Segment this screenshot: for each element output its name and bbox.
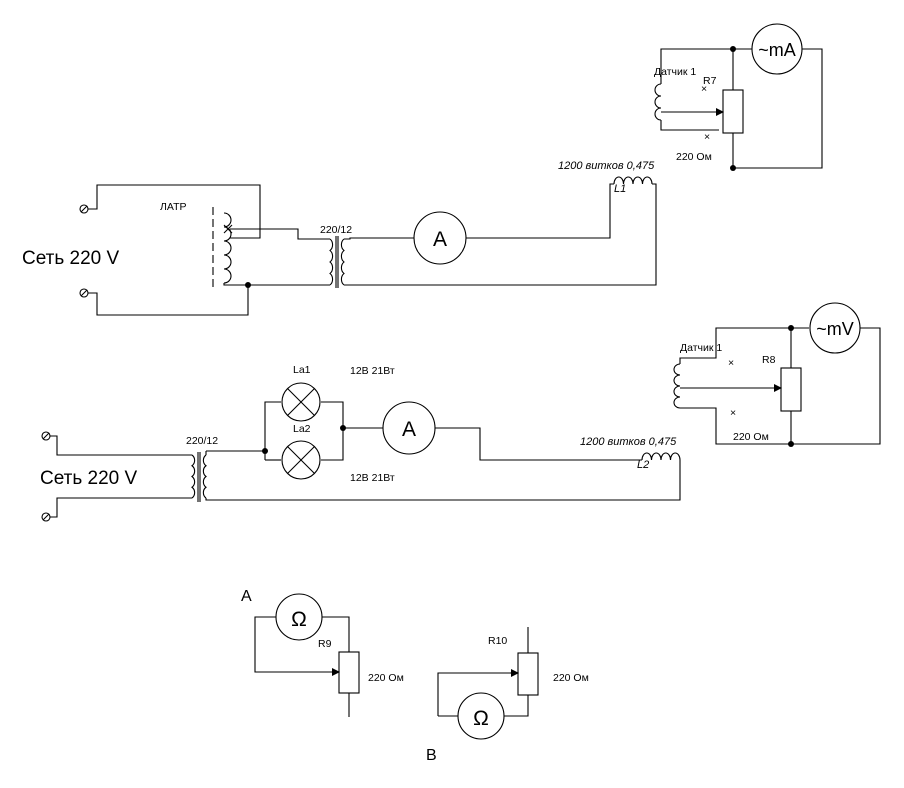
latr-output-wire	[230, 228, 330, 240]
coil-l2-spec: 1200 витков 0,475	[580, 436, 677, 448]
sensor1-bottom-wire	[660, 120, 719, 131]
bottom-circuit: Сеть 220 V 220/12 La1 12В 21Вт La2	[40, 364, 681, 522]
sensor2-label: Датчик 1	[680, 342, 722, 354]
tr2-ratio-label: 220/12	[186, 435, 218, 447]
circuit-a: A Ω R9 220 Ом	[241, 588, 404, 717]
sensor2-circuit: Датчик 1 × × R8 220 Ом ~mV	[673, 302, 881, 447]
tr2-secondary-coil	[202, 454, 207, 499]
junction-dot-latr	[245, 282, 251, 288]
junction-dot-r7-top	[730, 46, 736, 52]
r7-cross-bottom: ×	[704, 131, 710, 143]
sensor1-label: Датчик 1	[654, 66, 696, 78]
resistor-r8	[780, 367, 802, 412]
sensor1-circuit: Датчик 1 R7 × × 220 Ом ~mA	[654, 23, 823, 171]
resistor-r10	[517, 652, 539, 696]
millivoltmeter-label: ~mV	[816, 319, 854, 339]
latr-bottom-wire	[223, 283, 330, 286]
r8-label: R8	[762, 354, 776, 366]
lamp-bus-left	[264, 401, 281, 451]
coil-l1-spec: 1200 витков 0,475	[558, 160, 655, 172]
sensor1-top-wire	[660, 48, 752, 84]
milliammeter-label: ~mA	[758, 40, 796, 60]
wire-ammeter-to-l1	[466, 183, 614, 239]
lamp-la1	[281, 382, 321, 422]
mains-terminal-bottom-1	[41, 431, 51, 441]
latr-coil	[223, 212, 232, 284]
sensor1-coil	[654, 83, 662, 121]
ammeter-bottom-label: A	[402, 418, 416, 441]
sensor2-coil	[673, 363, 681, 409]
tr1-primary-coil	[329, 238, 334, 286]
r10-label: R10	[488, 635, 507, 647]
r8-value: 220 Ом	[733, 431, 769, 443]
circuit-b-right-wire	[504, 695, 529, 717]
mv-return-wire	[791, 327, 881, 445]
mains-wire-bottom-lower	[50, 497, 192, 518]
tr1-ratio-label: 220/12	[320, 224, 352, 236]
wire-l1-return	[344, 183, 657, 286]
resistor-r7	[722, 89, 744, 134]
lamp-la2-spec: 12В 21Вт	[350, 472, 395, 484]
r8-cross-top: ×	[728, 357, 734, 369]
lamp-bus-right	[321, 401, 344, 461]
junction-dot-r8-top	[788, 325, 794, 331]
r7-value: 220 Ом	[676, 151, 712, 163]
r8-cross-bottom: ×	[730, 407, 736, 419]
tr2-primary-coil	[191, 454, 196, 499]
sensor2-bottom-wire	[680, 407, 791, 445]
ma-return-wire	[733, 48, 823, 169]
mains-label-top: Сеть 220 V	[22, 248, 120, 269]
circuit-b: R10 220 Ом Ω B	[426, 627, 589, 764]
mains-terminal-top-2	[79, 288, 89, 298]
circuit-b-wiper-wire	[437, 672, 514, 716]
sensor2-top-wire	[679, 327, 809, 364]
ohmmeter-b	[457, 692, 505, 740]
ohmmeter-a-symbol: Ω	[291, 608, 307, 631]
coil-l1-name: L1	[614, 183, 626, 195]
wire-tr1-to-ammeter	[344, 237, 414, 240]
mains-wire-bottom-upper	[50, 435, 192, 456]
resistor-r9	[338, 651, 360, 694]
mains-wire-top-upper	[88, 184, 261, 239]
coil-l1	[613, 176, 653, 185]
ohmmeter-b-symbol: Ω	[473, 707, 489, 730]
wire-l2-return	[205, 460, 681, 501]
r10-value: 220 Ом	[553, 672, 589, 684]
mains-terminal-top-1	[79, 204, 89, 214]
lamp-la1-spec: 12В 21Вт	[350, 365, 395, 377]
tr1-secondary-coil	[340, 238, 345, 286]
latr-wiper-2	[223, 224, 233, 234]
top-circuit: Сеть 220 V ЛАТР 220/12 A 1200 витков 0,4…	[22, 160, 657, 316]
r9-label: R9	[318, 638, 332, 650]
circuit-b-label: B	[426, 747, 437, 764]
lamp-la2	[281, 440, 321, 480]
latr-label: ЛАТР	[160, 201, 187, 213]
mains-terminal-bottom-2	[41, 512, 51, 522]
lamp-la1-label: La1	[293, 364, 311, 376]
ammeter-top-label: A	[433, 228, 447, 251]
mains-label-bottom: Сеть 220 V	[40, 468, 138, 489]
wire-ammeter-to-l2	[435, 427, 642, 461]
mains-wire-top-lower	[88, 285, 249, 316]
r7-label: R7	[703, 75, 717, 87]
coil-l2	[641, 452, 681, 461]
lamp-la2-label: La2	[293, 423, 311, 435]
coil-l2-name: L2	[637, 459, 649, 471]
circuit-a-label: A	[241, 588, 252, 605]
circuit-a-right-wire	[322, 616, 350, 652]
circuit-a-left-wire	[254, 616, 335, 673]
r7-cross-top: ×	[701, 83, 707, 95]
r9-value: 220 Ом	[368, 672, 404, 684]
